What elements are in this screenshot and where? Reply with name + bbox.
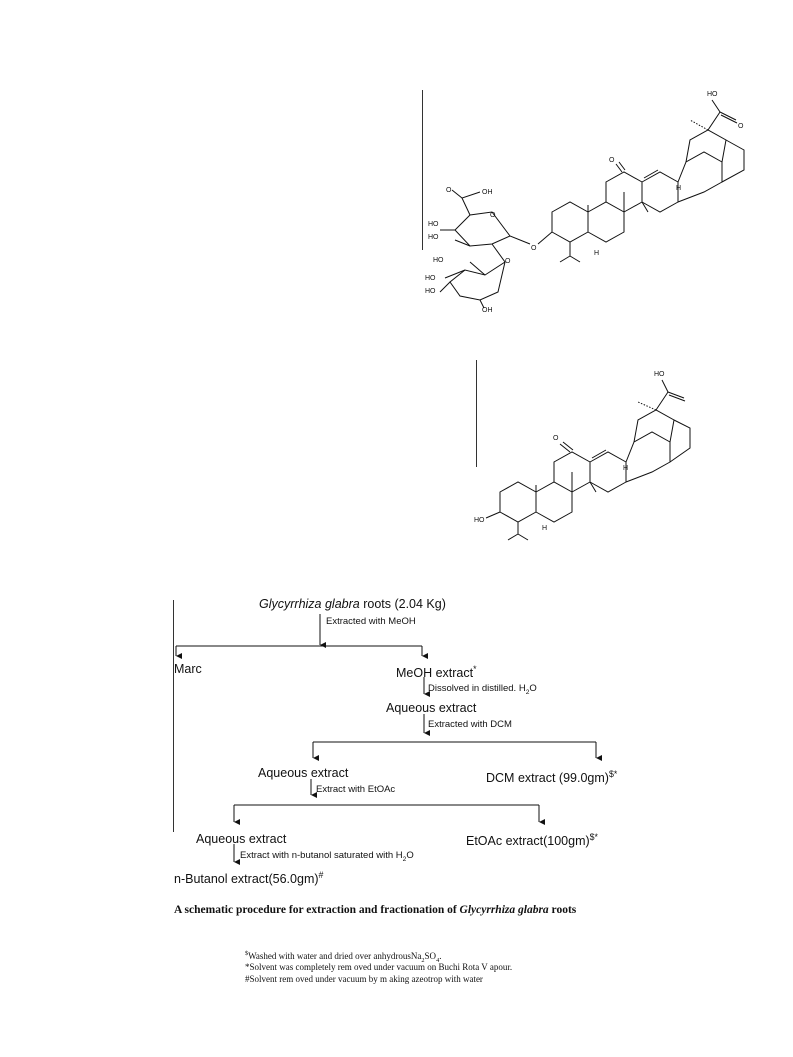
meoh-extract-label: MeOH extract [396,666,474,681]
hydroxyl-label: HO [425,275,436,282]
figure-caption: A schematic procedure for extraction and… [174,904,576,916]
ring-oxygen-label: O [505,258,511,265]
hydroxyl-label: HO [428,221,439,228]
butanol-extract-node: n-Butanol extract(56.0gm)# [174,870,323,886]
step-text: Extract with n-butanol saturated with H [240,850,403,861]
divider-line [476,360,477,467]
step-extracted-with-meoh: Extracted with MeOH [326,616,416,627]
oxygen-label: O [446,187,452,194]
footnote-text: SO [424,951,437,961]
keto-oxygen-label: O [609,157,615,164]
dcm-extract-node: DCM extract (99.0gm)$* [486,769,617,785]
footnote-symbol: $ [245,950,249,957]
oxygen-label: O [738,123,744,130]
etoac-extract-node: EtOAc extract(100gm)$* [466,832,598,848]
subscript: 2 [421,956,425,964]
footnote-text: Washed with water and dried over anhydro… [248,951,422,961]
butanol-extract-label: n-Butanol extract(56.0gm) [174,872,319,887]
hydroxyl-label: OH [482,307,493,314]
divider-line [422,90,423,250]
hydroxyl-label: HO [654,371,665,378]
hydrogen-label: H [623,465,628,472]
flowchart-connectors [175,614,602,865]
footnote-text: . [439,951,442,961]
hydroxyl-label: HO [474,517,485,524]
dcm-extract-label: DCM extract (99.0gm) [486,771,609,786]
caption-text: A schematic procedure for extraction and… [174,904,460,916]
subscript: 4 [436,956,440,964]
footnote-1: $Washed with water and dried over anhydr… [245,950,441,964]
hydrogen-label: H [676,185,681,192]
glycosidic-oxygen-label: O [531,245,537,252]
hydrogen-label: H [542,525,547,532]
marc-node: Marc [174,662,202,676]
caption-text: roots [548,904,577,916]
hydroxyl-label: HO [428,234,439,241]
root-label: roots (2.04 Kg) [359,597,446,611]
root-node: Glycyrrhiza glabra roots (2.04 Kg) [259,597,446,611]
step-text: Dissolved in distilled. H [428,683,526,694]
footnote-marker: # [318,870,324,880]
subscript: 2 [402,855,407,863]
keto-oxygen-label: O [553,435,559,442]
footnote-marker: $* [608,769,618,779]
divider-line [173,600,174,832]
etoac-extract-label: EtOAc extract(100gm) [466,834,590,849]
aqueous-extract-node: Aqueous extract [258,766,349,780]
footnote-3: #Solvent rem oved under vacuum by m akin… [245,974,483,984]
caption-species: Glycyrrhiza glabra [459,904,549,916]
hydroxyl-label: HO [433,257,444,264]
aqueous-extract-node: Aqueous extract [386,701,477,715]
meoh-extract-node: MeOH extract* [396,664,477,680]
glycyrrhizin-structure: HO O O H H O O OH HO HO O HO O HO HO OH [425,91,745,314]
step-dissolved-in-water: Dissolved in distilled. H2O [428,683,537,696]
glycyrrhetinic-acid-structure: HO O H H HO [474,371,691,541]
hydroxyl-label: OH [482,189,493,196]
hydroxyl-label: HO [425,288,436,295]
hydroxyl-label: HO [707,91,718,98]
aqueous-extract-node: Aqueous extract [196,832,287,846]
step-extract-with-butanol: Extract with n-butanol saturated with H2… [240,850,414,863]
footnote-marker: $* [589,832,598,842]
step-extracted-with-dcm: Extracted with DCM [428,719,512,730]
subscript: 2 [525,688,530,696]
step-extract-with-etoac: Extract with EtOAc [316,784,396,795]
footnote-marker: * [473,664,477,674]
hydrogen-label: H [594,250,599,257]
footnote-2: *Solvent was completely rem oved under v… [245,962,513,972]
step-text: O [406,850,414,861]
species-name: Glycyrrhiza glabra [259,597,360,611]
step-text: O [529,683,537,694]
ring-oxygen-label: O [490,212,496,219]
